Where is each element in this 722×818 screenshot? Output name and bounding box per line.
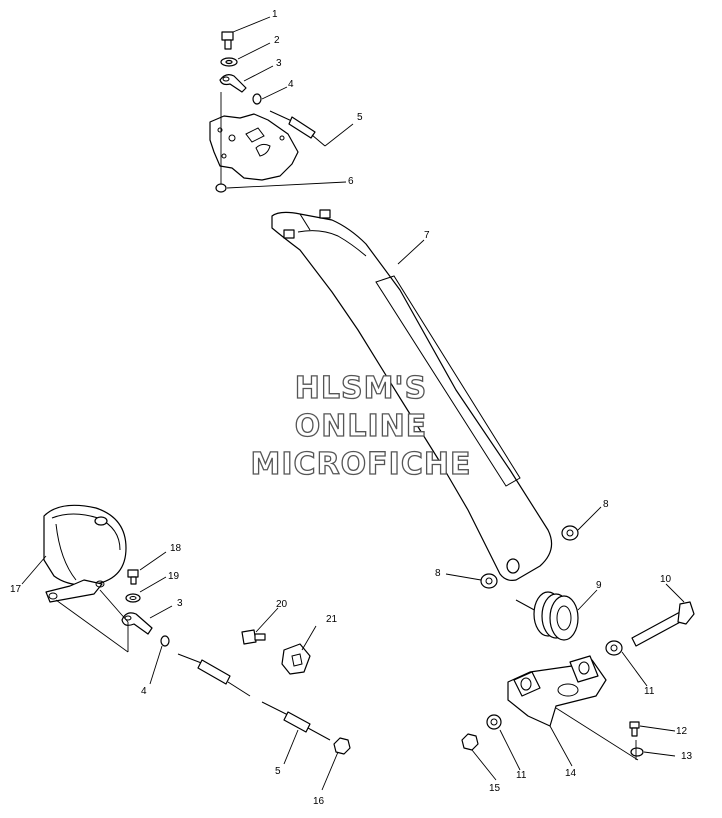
cable-5-lower: [177, 653, 331, 741]
clip-bracket-21: [281, 643, 311, 675]
callout-14: 14: [565, 768, 577, 779]
washer-8-right: [561, 525, 579, 541]
bolt-10: [631, 601, 695, 647]
watermark-line-2: ONLINE: [295, 409, 428, 444]
callout-8-right: 8: [603, 499, 609, 510]
washer-8-left: [480, 573, 498, 589]
clamp-ring-17: [43, 504, 127, 603]
rod-end-3-lower: [121, 612, 153, 635]
washer-13: [630, 747, 644, 757]
callout-20: 20: [276, 599, 288, 610]
callout-15: 15: [489, 783, 501, 794]
bolt-18: [127, 569, 139, 585]
callout-numbers: 1 2 3 4 5 6 7 8 8 9 10 11 11 12 13 14 15…: [10, 9, 693, 807]
mounting-bracket-plate: [209, 113, 299, 181]
callout-4-lower: 4: [141, 686, 147, 697]
callout-2: 2: [274, 35, 280, 46]
spring-9: [515, 591, 579, 641]
leader-lines: [21, 16, 685, 791]
callout-10: 10: [660, 574, 672, 585]
bolt-12: [629, 721, 640, 737]
bolt-1: [221, 31, 234, 50]
pivot-block-14: [507, 655, 607, 727]
callout-4-top: 4: [288, 79, 294, 90]
nut-4-lower: [160, 635, 170, 647]
bolt-20: [241, 629, 266, 645]
callout-12: 12: [676, 726, 688, 737]
nut-15: [461, 733, 479, 751]
callout-21: 21: [326, 614, 338, 625]
rod-end-3-top: [219, 74, 247, 93]
callout-11-right: 11: [644, 686, 655, 697]
washer-11-right: [605, 640, 623, 656]
nut-16: [333, 737, 351, 755]
washer-19: [125, 593, 141, 603]
callout-3-top: 3: [276, 58, 282, 69]
callout-5-top: 5: [357, 112, 363, 123]
callout-7: 7: [424, 230, 430, 241]
support-arm-7: [271, 209, 553, 581]
callout-11-left: 11: [516, 770, 527, 781]
callout-19: 19: [168, 571, 180, 582]
callout-3-lower: 3: [177, 598, 183, 609]
callout-16: 16: [313, 796, 325, 807]
callout-18: 18: [170, 543, 182, 554]
callout-13: 13: [681, 751, 693, 762]
watermark-line-3: MICROFICHE: [251, 447, 472, 482]
nut-6: [215, 183, 227, 193]
callout-9: 9: [596, 580, 602, 591]
nut-4-top: [252, 93, 262, 105]
washer-11-left: [486, 714, 502, 730]
callout-5-lower: 5: [275, 766, 281, 777]
callout-6: 6: [348, 176, 354, 187]
watermark-line-1: HLSM'S: [295, 371, 427, 406]
callout-17: 17: [10, 584, 22, 595]
watermark: HLSM'S ONLINE MICROFICHE: [250, 370, 472, 482]
callout-1: 1: [272, 9, 278, 20]
callout-8-left: 8: [435, 568, 441, 579]
cable-5-top: [269, 110, 326, 147]
